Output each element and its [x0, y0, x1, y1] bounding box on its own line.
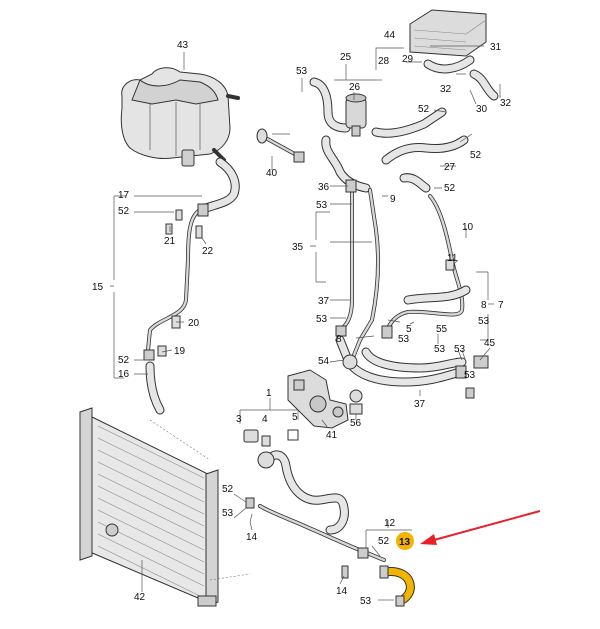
label-26: 26	[349, 82, 361, 93]
label-53d: 53	[478, 316, 490, 327]
label-30: 30	[476, 104, 488, 115]
label-43: 43	[177, 40, 189, 51]
label-53g: 53	[454, 344, 466, 355]
label-52c: 52	[444, 183, 456, 194]
label-52f: 52	[222, 484, 234, 495]
label-36: 36	[318, 182, 330, 193]
hose-13-highlighted	[379, 565, 415, 607]
tank-hose	[143, 157, 240, 415]
label-22: 22	[202, 246, 214, 257]
label-28: 28	[378, 56, 390, 67]
label-8b: 8	[336, 334, 342, 345]
label-52g: 52	[378, 536, 390, 547]
label-53b: 53	[316, 200, 328, 211]
label-5: 5	[406, 324, 412, 335]
thermostat-housing	[287, 369, 349, 429]
lower-radiator-hose	[257, 450, 349, 535]
label-1: 1	[266, 388, 272, 399]
label-40: 40	[266, 168, 278, 179]
label-17: 17	[118, 190, 130, 201]
label-32a: 32	[440, 84, 452, 95]
label-53c: 53	[316, 314, 328, 325]
label-53i: 53	[222, 508, 234, 519]
label-11: 11	[447, 253, 458, 264]
label-44: 44	[384, 30, 396, 41]
label-12: 12	[384, 518, 396, 529]
label-9: 9	[390, 194, 396, 205]
label-4: 4	[262, 414, 268, 425]
label-3: 3	[236, 414, 242, 425]
return-hoses	[465, 387, 475, 399]
central-coolant-pipes	[321, 135, 467, 387]
label-52e: 52	[118, 355, 130, 366]
label-27: 27	[444, 162, 456, 173]
label-14b: 14	[336, 586, 348, 597]
label-8a: 8	[481, 300, 487, 311]
label-35: 35	[292, 242, 304, 253]
label-32b: 32	[500, 98, 512, 109]
expansion-tank	[120, 67, 240, 167]
auxiliary-pump	[345, 93, 367, 137]
label-5b: 5	[292, 412, 298, 423]
label-52d: 52	[118, 206, 130, 217]
leader-lines	[110, 45, 501, 601]
label-53h: 53	[464, 370, 476, 381]
label-7: 7	[498, 300, 504, 311]
label-16: 16	[118, 369, 130, 380]
label-37a: 37	[318, 296, 330, 307]
label-53-bottom: 53	[360, 596, 372, 607]
connector-pipe	[256, 128, 305, 163]
label-20: 20	[188, 318, 200, 329]
label-13-highlighted: 13	[399, 537, 411, 548]
label-21: 21	[164, 236, 176, 247]
label-37b: 37	[414, 399, 426, 410]
label-19: 19	[174, 346, 186, 357]
label-54: 54	[318, 356, 330, 367]
label-52a: 52	[418, 104, 430, 115]
label-45: 45	[484, 338, 496, 349]
radiator	[79, 407, 219, 607]
left-fasteners	[157, 209, 203, 357]
label-31: 31	[490, 42, 502, 53]
label-53: 53	[296, 66, 308, 77]
label-42: 42	[134, 592, 146, 603]
label-10: 10	[462, 222, 474, 233]
part-labels: 43 53 25 26 28 44 31 29 32 32 52 30 40 5…	[92, 30, 512, 607]
small-fittings	[243, 389, 363, 447]
label-41: 41	[326, 430, 338, 441]
label-15: 15	[92, 282, 104, 293]
label-56: 56	[350, 418, 362, 429]
label-52b: 52	[470, 150, 482, 161]
oil-cooler	[409, 9, 499, 101]
label-53e: 53	[398, 334, 410, 345]
upper-hoses	[309, 77, 469, 193]
label-25: 25	[340, 52, 352, 63]
part-13-badge	[396, 532, 414, 550]
label-55: 55	[436, 324, 448, 335]
highlight-arrow	[420, 510, 541, 545]
label-53f: 53	[434, 344, 446, 355]
right-coolant-pipes	[381, 194, 489, 379]
lower-coolant-pipe	[245, 497, 386, 579]
label-29: 29	[402, 54, 414, 65]
label-14a: 14	[246, 532, 258, 543]
